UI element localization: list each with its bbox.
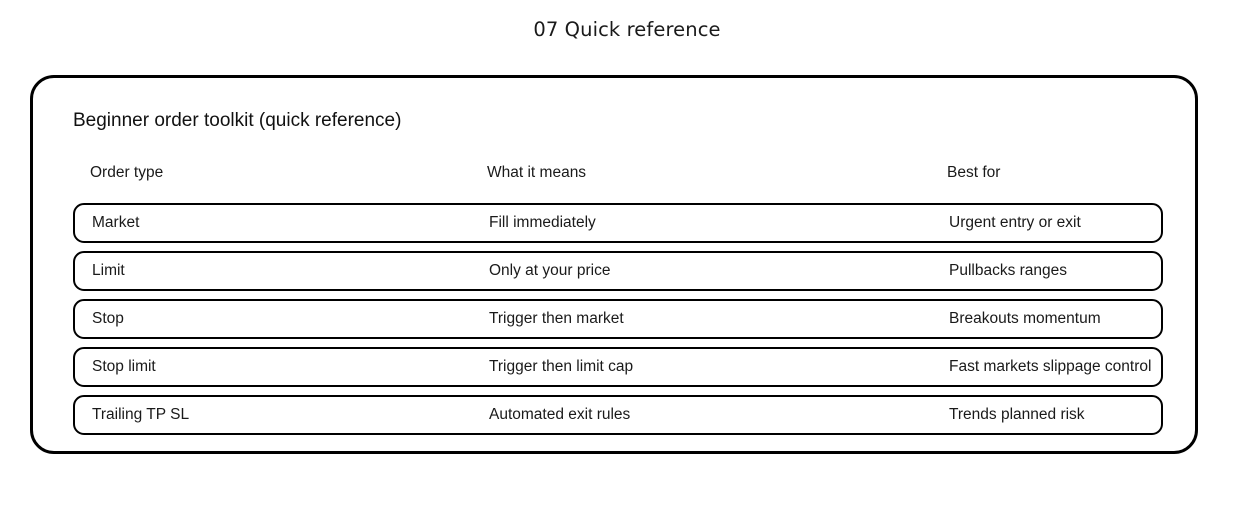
column-header-order-type: Order type [90, 164, 164, 181]
cell-best-for: Urgent entry or exit [949, 214, 1081, 231]
cell-best-for: Pullbacks ranges [949, 262, 1068, 279]
table-row[interactable]: Stop Trigger then market Breakouts momen… [73, 299, 1163, 339]
cell-what-it-means: Trigger then market [489, 310, 624, 327]
cell-best-for: Fast markets slippage control [949, 358, 1152, 375]
cell-what-it-means: Automated exit rules [489, 406, 631, 423]
cell-best-for: Trends planned risk [949, 406, 1085, 423]
quick-reference-card: Beginner order toolkit (quick reference)… [30, 75, 1198, 454]
cell-what-it-means: Fill immediately [489, 214, 596, 231]
column-header-what-it-means: What it means [487, 164, 587, 181]
cell-order-type: Limit [92, 262, 125, 279]
table-row[interactable]: Stop limit Trigger then limit cap Fast m… [73, 347, 1163, 387]
cell-best-for: Breakouts momentum [949, 310, 1101, 327]
table-header-row: Order type What it means Best for [33, 164, 1195, 186]
column-header-best-for: Best for [947, 164, 1001, 181]
cell-order-type: Stop [92, 310, 124, 327]
cell-what-it-means: Only at your price [489, 262, 611, 279]
cell-order-type: Stop limit [92, 358, 156, 375]
card-title: Beginner order toolkit (quick reference) [73, 110, 402, 131]
table-row[interactable]: Market Fill immediately Urgent entry or … [73, 203, 1163, 243]
cell-order-type: Market [92, 214, 140, 231]
cell-what-it-means: Trigger then limit cap [489, 358, 634, 375]
table-row[interactable]: Trailing TP SL Automated exit rules Tren… [73, 395, 1163, 435]
cell-order-type: Trailing TP SL [92, 406, 190, 423]
table-row[interactable]: Limit Only at your price Pullbacks range… [73, 251, 1163, 291]
slide-title: 07 Quick reference [533, 18, 721, 41]
